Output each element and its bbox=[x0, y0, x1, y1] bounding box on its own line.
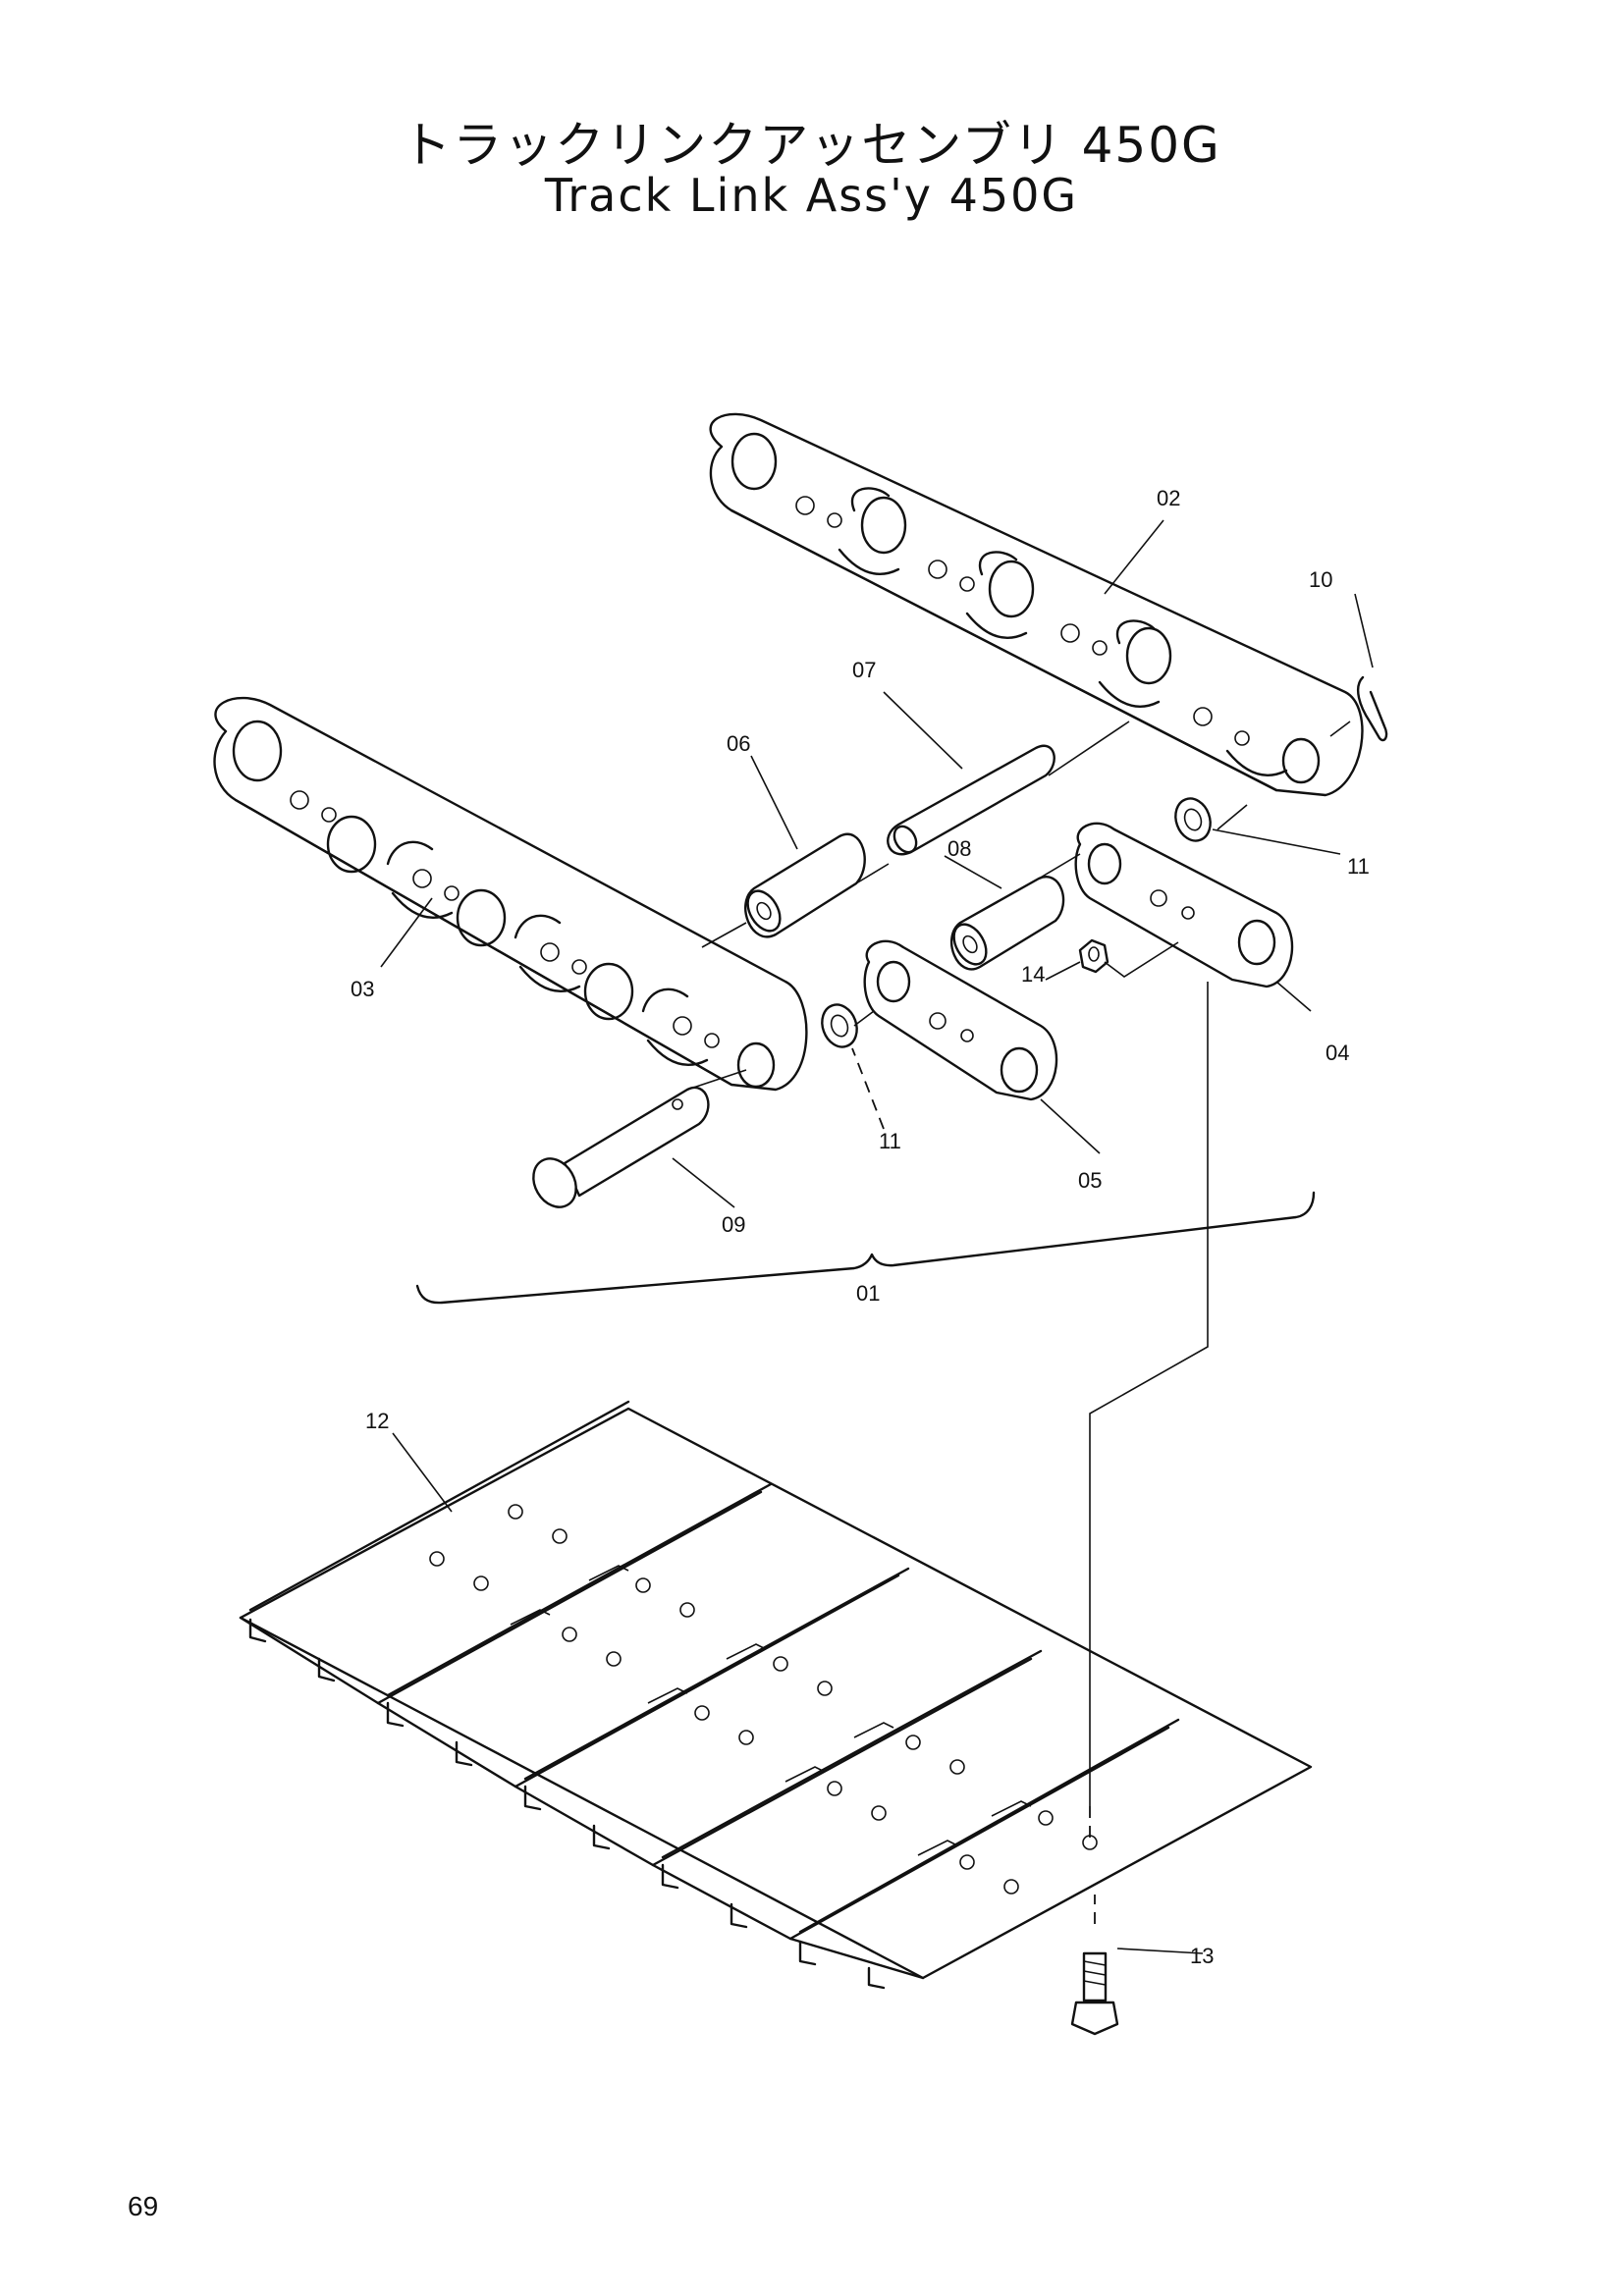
pin-07 bbox=[887, 744, 1055, 856]
title-japanese: トラックリンクアッセンブリ 450G bbox=[402, 117, 1221, 174]
label-10: 10 bbox=[1309, 567, 1332, 592]
cotter-pin-10 bbox=[1356, 675, 1388, 742]
label-14: 14 bbox=[1021, 962, 1045, 987]
bushing-08 bbox=[949, 876, 1065, 971]
label-03: 03 bbox=[351, 977, 374, 1001]
master-pin-09 bbox=[532, 1086, 710, 1208]
washer-11-lower bbox=[821, 1003, 858, 1048]
label-01: 01 bbox=[856, 1281, 880, 1306]
link-chain-left bbox=[213, 696, 808, 1092]
label-02: 02 bbox=[1157, 486, 1180, 510]
label-11-upper: 11 bbox=[1347, 854, 1370, 879]
label-04: 04 bbox=[1325, 1041, 1349, 1065]
bushing-06 bbox=[744, 832, 866, 938]
label-11-lower: 11 bbox=[879, 1129, 901, 1153]
label-12: 12 bbox=[365, 1409, 389, 1433]
washer-11-upper bbox=[1174, 797, 1212, 842]
link-chain-upper bbox=[709, 412, 1364, 797]
link-05 bbox=[863, 939, 1058, 1101]
title-english: Track Link Ass'y 450G bbox=[544, 169, 1079, 222]
assembly-bracket-01 bbox=[415, 1191, 1316, 1305]
track-shoes-12 bbox=[239, 1400, 1313, 1990]
label-06: 06 bbox=[727, 731, 750, 756]
label-05: 05 bbox=[1078, 1168, 1102, 1193]
label-07: 07 bbox=[852, 658, 876, 682]
label-09: 09 bbox=[722, 1212, 745, 1237]
shoe-bolt-13 bbox=[1070, 1951, 1119, 2036]
link-04 bbox=[1074, 822, 1294, 988]
label-08: 08 bbox=[947, 836, 971, 861]
page-number: 69 bbox=[128, 2191, 159, 2221]
nut-14 bbox=[1078, 938, 1109, 974]
label-13: 13 bbox=[1190, 1944, 1214, 1968]
